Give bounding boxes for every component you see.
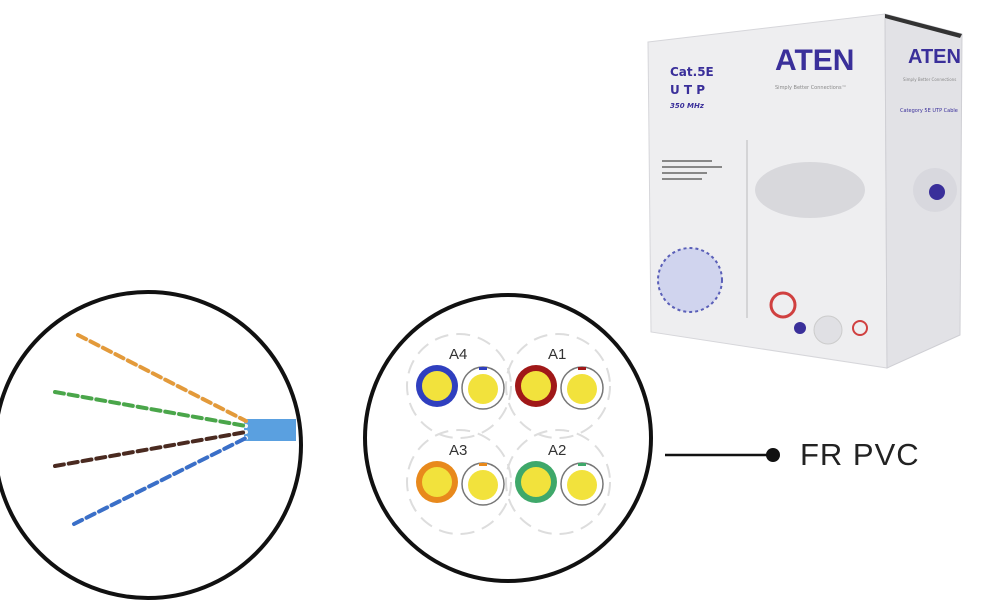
box-tagline-side: Simply Better Connections [903,77,956,82]
wire-orange [76,333,248,423]
pair-a3: A3 [406,429,512,535]
world-map [755,162,865,218]
box-brand-front: ATEN [775,44,854,77]
pair-a4: A4 [406,333,512,439]
pair-a1: A1 [505,333,611,439]
box-top-edge [885,14,962,38]
box-tagline-front: Simply Better Connections™ [775,85,847,91]
stripped-cable-detail [0,290,303,600]
pair-label: A2 [548,442,566,459]
globe-graphic [658,248,722,312]
pair-label: A3 [449,442,467,459]
pair-label: A4 [449,346,467,363]
cable-box: ATEN Simply Better Connections™ ATEN Sim… [647,13,963,369]
callout-label: FR PVC [800,437,920,472]
box-side-label: Category 5E UTP Cable [900,108,958,114]
box-frequency: 350 MHz [670,102,705,110]
wire-blue [72,436,248,526]
pair-a2: A2 [505,429,611,535]
cable-jacket [244,419,296,441]
callout-dot [766,448,780,462]
box-brand-side: ATEN [908,46,961,68]
box-type: U T P [670,83,705,97]
pair-label: A1 [548,346,566,363]
wire-brown [53,430,248,468]
wire-green [53,390,248,428]
box-category: Cat.5E [670,65,714,79]
